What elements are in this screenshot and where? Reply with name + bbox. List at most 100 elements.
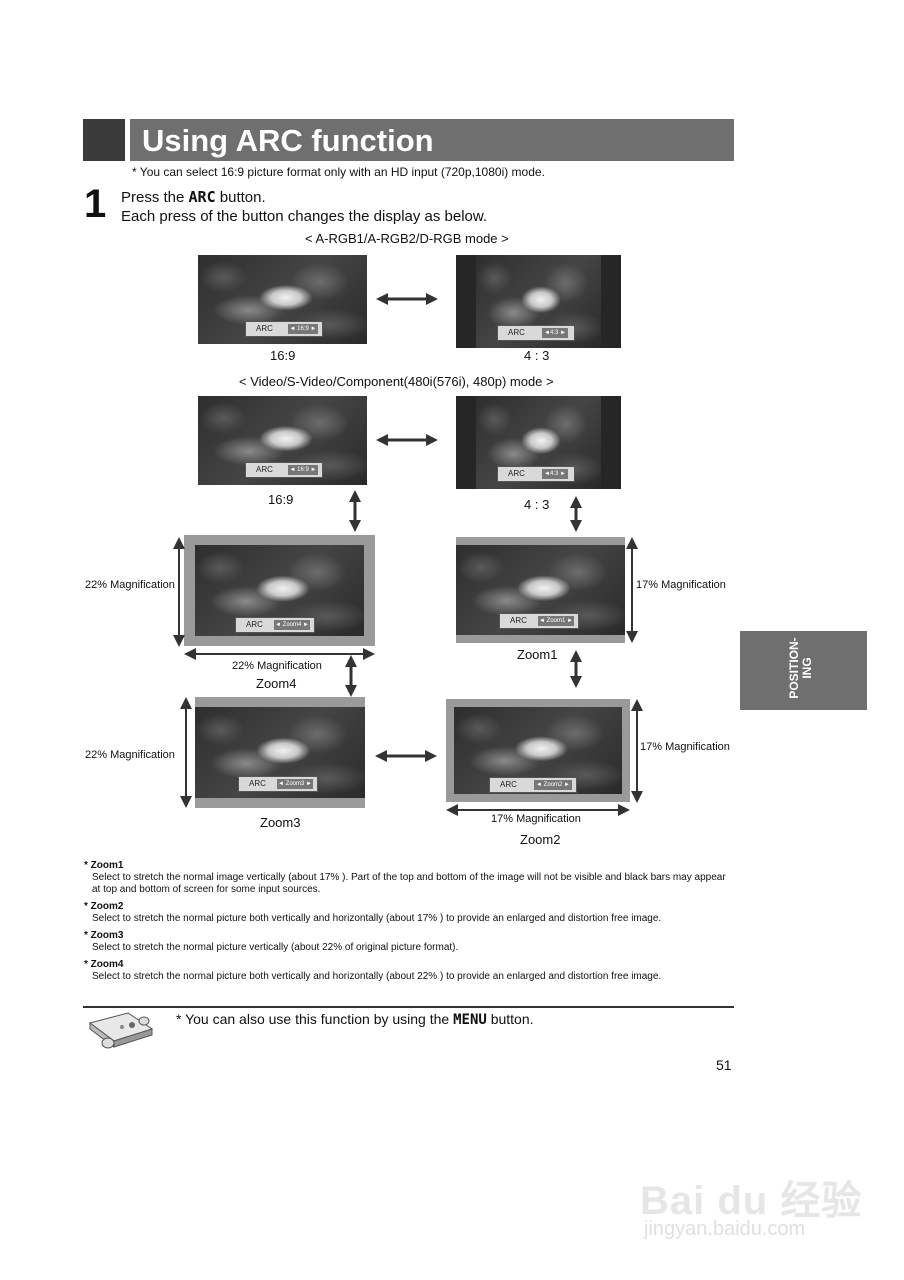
page-title: Using ARC function [142, 123, 434, 158]
header-block [83, 119, 125, 161]
mag-label-zoom4-v: 22% Magnification [85, 579, 175, 591]
arc-osd: ARC ◄ Zoom4 ► [235, 617, 315, 633]
zoom-note-text: Select to stretch the normal picture ver… [92, 942, 459, 953]
side-tab-line: POSITION- [787, 637, 801, 699]
osd-value: ◄ Zoom1 ► [538, 616, 574, 626]
caption-zoom2: Zoom2 [520, 832, 561, 847]
osd-value: ◄4:3 ► [542, 328, 568, 338]
osd-key: ARC [249, 779, 266, 788]
vertical-arrow-icon [570, 496, 582, 532]
osd-key: ARC [510, 616, 527, 625]
zoom-note-head: * Zoom4 [84, 959, 124, 970]
screen-169-rgb: ARC ◄ 16:9 ► [198, 255, 367, 344]
menu-button-label: MENU [453, 1012, 487, 1028]
osd-value: ◄ Zoom4 ► [274, 620, 310, 630]
step-text: button. [215, 189, 266, 206]
divider [83, 1006, 734, 1008]
step-line-1: Press the ARC button. [121, 188, 266, 206]
mag-label-zoom4-h: 22% Magnification [232, 660, 322, 672]
osd-key: ARC [508, 328, 525, 337]
zoom-note-text: Select to stretch the normal picture bot… [92, 913, 662, 924]
osd-value: ◄ 16:9 ► [288, 324, 318, 334]
video-mode-label: < Video/S-Video/Component(480i(576i), 48… [239, 374, 554, 389]
page-number: 51 [716, 1057, 732, 1073]
screen-43-rgb: ARC ◄4:3 ► [456, 255, 621, 348]
menu-note: * You can also use this function by usin… [176, 1011, 534, 1028]
double-arrow-icon [376, 434, 438, 446]
mag-label-zoom3-v: 22% Magnification [85, 749, 175, 761]
osd-value: ◄ 16:9 ► [288, 465, 318, 475]
zoom3-image-area: ARC ◄ Zoom3 ► [195, 707, 365, 798]
step-text: Press the [121, 189, 189, 206]
caption-zoom3: Zoom3 [260, 815, 301, 830]
rgb-mode-label: < A-RGB1/A-RGB2/D-RGB mode > [305, 231, 509, 246]
arc-osd: ARC ◄ Zoom2 ► [489, 777, 577, 793]
arc-osd: ARC ◄ 16:9 ► [245, 462, 323, 478]
mag-label-zoom1-v: 17% Magnification [636, 579, 726, 591]
side-tab-label: POSITION-ING [787, 628, 818, 708]
horizontal-arrow-icon [446, 804, 630, 816]
zoom-note-text: Select to stretch the normal picture bot… [92, 971, 662, 982]
remote-control-icon [88, 1012, 154, 1049]
caption-43-video: 4 : 3 [524, 497, 550, 512]
arc-osd: ARC ◄4:3 ► [497, 466, 575, 482]
osd-value: ◄4:3 ► [542, 469, 568, 479]
side-tab-line: ING [800, 657, 814, 679]
vertical-arrow-icon [631, 699, 643, 803]
arc-osd: ARC ◄ 16:9 ► [245, 321, 323, 337]
watermark-url: jingyan.baidu.com [644, 1218, 806, 1240]
horizontal-arrow-icon [184, 648, 375, 660]
caption-zoom1: Zoom1 [517, 647, 558, 662]
vertical-arrow-icon [345, 655, 357, 697]
step-line-2: Each press of the button changes the dis… [121, 208, 488, 225]
note-text: button. [486, 1011, 534, 1027]
caption-zoom4: Zoom4 [256, 676, 297, 691]
screen-zoom4: ARC ◄ Zoom4 ► [184, 535, 375, 646]
osd-key: ARC [246, 620, 263, 629]
caption-169: 16:9 [270, 348, 296, 363]
caption-169-video: 16:9 [268, 492, 294, 507]
double-arrow-icon [376, 293, 438, 305]
hd-note: * You can select 16:9 picture format onl… [132, 165, 545, 179]
osd-key: ARC [256, 465, 273, 474]
zoom-note-head: * Zoom2 [84, 901, 124, 912]
screen-43-video: ARC ◄4:3 ► [456, 396, 621, 489]
zoom-note-head: * Zoom3 [84, 930, 124, 941]
vertical-arrow-icon [173, 537, 185, 647]
watermark-logo: Bai du 经验 [640, 1179, 863, 1223]
zoom4-image-area: ARC ◄ Zoom4 ► [195, 545, 364, 636]
vertical-arrow-icon [570, 650, 582, 688]
vertical-arrow-icon [180, 697, 192, 808]
side-tab-positioning: POSITION-ING [740, 631, 867, 710]
zoom2-image-area: ARC ◄ Zoom2 ► [454, 707, 622, 794]
screen-zoom3: ARC ◄ Zoom3 ► [195, 697, 365, 808]
arc-osd: ARC ◄ Zoom3 ► [238, 776, 318, 792]
arc-osd: ARC ◄ Zoom1 ► [499, 613, 579, 629]
vertical-arrow-icon [349, 490, 361, 532]
arc-osd: ARC ◄4:3 ► [497, 325, 575, 341]
osd-value: ◄ Zoom2 ► [534, 780, 572, 790]
zoom1-image-area: ARC ◄ Zoom1 ► [456, 545, 625, 635]
screen-169-video: ARC ◄ 16:9 ► [198, 396, 367, 485]
osd-key: ARC [508, 469, 525, 478]
step-number: 1 [84, 182, 107, 226]
mag-label-zoom2-v: 17% Magnification [640, 741, 730, 753]
header-bar [130, 119, 734, 161]
caption-43: 4 : 3 [524, 348, 550, 363]
double-arrow-icon [375, 750, 437, 762]
osd-key: ARC [500, 780, 517, 789]
note-text: * You can also use this function by usin… [176, 1011, 454, 1027]
osd-value: ◄ Zoom3 ► [277, 779, 313, 789]
screen-zoom1: ARC ◄ Zoom1 ► [456, 537, 625, 643]
arc-button-label: ARC [188, 188, 216, 206]
osd-key: ARC [256, 324, 273, 333]
zoom-note-text: Select to stretch the normal image verti… [92, 872, 726, 895]
mag-label-zoom2-h: 17% Magnification [491, 813, 581, 825]
vertical-arrow-icon [626, 537, 638, 643]
zoom-note-head: * Zoom1 [84, 860, 124, 871]
